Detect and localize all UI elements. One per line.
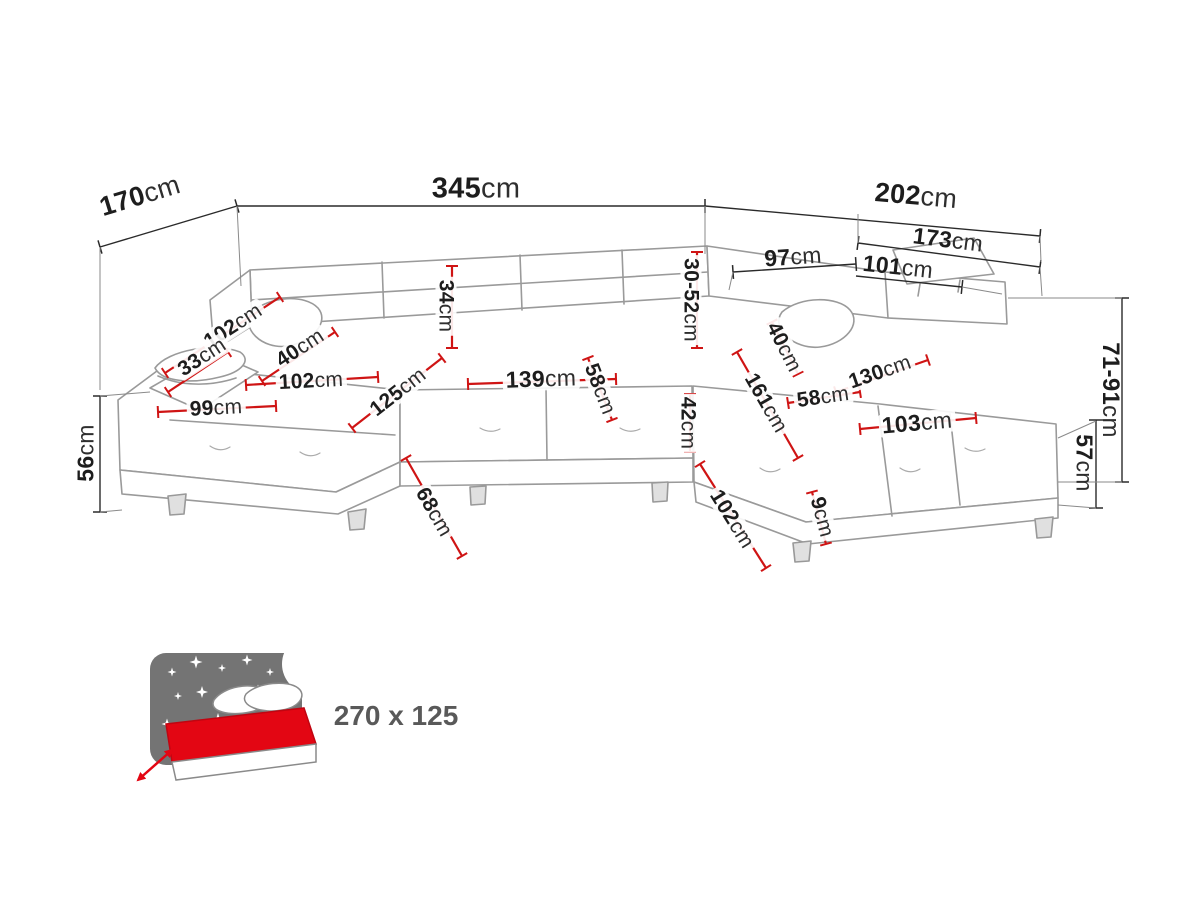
dim-seat-42: 42cm [676,393,700,453]
dim-unit: cm [481,172,521,205]
dim-unit: cm [789,241,823,270]
dim-width-total: 345cm [431,172,521,205]
dim-value: 173 [911,222,954,253]
dim-seat-height-56: 56cm [72,424,99,482]
dim-unit: cm [434,303,458,333]
dim-back-height-71-91: 71-91cm [1097,342,1124,438]
dim-value: 139 [505,365,546,393]
extension-lines [99,205,1122,513]
dim-left-seat-102: 102cm [275,367,347,395]
dim-unit: cm [314,367,344,393]
dim-value: 58 [795,385,823,413]
dim-value: 99 [189,396,215,421]
dim-value: 30-52 [679,258,703,314]
dim-unit: cm [544,364,577,392]
dim-left-99: 99cm [186,395,246,421]
dim-value: 101 [861,249,904,280]
dim-value: 56 [72,455,99,482]
dim-unit: cm [900,253,935,284]
dim-center-139: 139cm [502,364,580,393]
dim-unit: cm [919,180,959,215]
dim-unit: cm [676,420,700,450]
dim-unit: cm [819,381,851,409]
dim-value: 57 [1071,434,1098,461]
sleeping-function-icon [136,634,342,782]
sofa-outline [117,237,1059,563]
dim-backrest-34: 34cm [434,276,458,336]
dim-value: 102 [278,369,316,395]
dim-value: 71-91 [1097,342,1124,406]
dim-side-height-57: 57cm [1071,434,1098,492]
dim-value: 42 [676,396,700,421]
black-dimension-lines [93,199,1129,513]
dim-value: 345 [431,172,482,205]
dim-width-right-section: 202cm [873,176,959,215]
sofa-legs [167,481,1054,563]
sleeping-area-size: 270 x 125 [333,700,459,731]
dim-value: 202 [873,176,923,211]
dim-unit: cm [679,313,703,342]
dim-unit: cm [1071,460,1098,492]
bed-pillow [243,682,303,712]
dim-unit: cm [72,424,99,456]
dim-back-97: 97cm [763,241,823,272]
dim-value: 34 [434,279,458,304]
dim-unit: cm [1097,405,1124,438]
dim-value: 97 [763,243,792,272]
dim-value: 103 [880,409,923,439]
dim-unit: cm [919,406,954,436]
dim-unit: cm [950,227,985,257]
dim-unit: cm [213,395,243,420]
fold-out-arrow [136,748,174,782]
dim-headrest-30-52: 30-52cm [679,255,703,345]
bed-base [171,743,317,781]
